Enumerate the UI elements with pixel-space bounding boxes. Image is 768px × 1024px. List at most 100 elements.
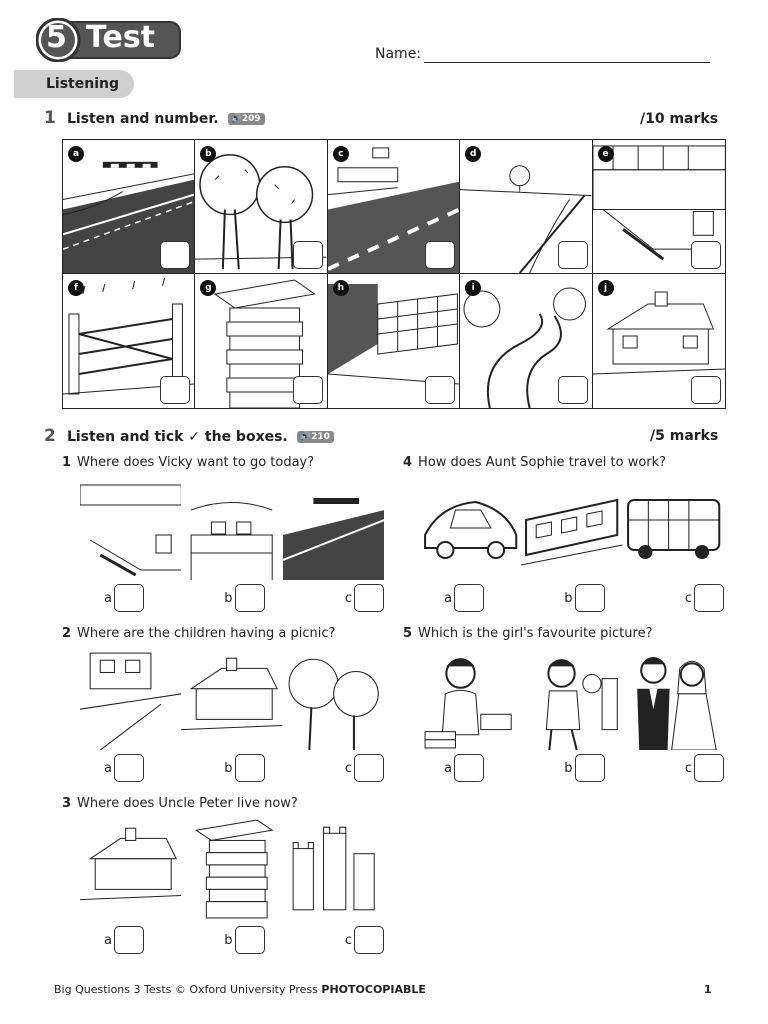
exercise1-instruction: Listen and number. — [66, 111, 219, 127]
answer-box-i[interactable] — [557, 376, 588, 404]
tick-box[interactable] — [353, 754, 384, 782]
page-number: 1 — [704, 983, 712, 996]
picture-letter: e — [597, 146, 614, 162]
photocopiable-label: PHOTOCOPIABLE — [321, 983, 426, 996]
answer-box-b[interactable] — [292, 241, 323, 269]
path-picture — [463, 287, 587, 408]
option-a: a — [444, 754, 484, 782]
picture-letter: a — [68, 146, 84, 162]
exercise2-marks: /5 marks — [650, 428, 719, 444]
audio-track-number: 209 — [241, 113, 261, 124]
tick-box[interactable] — [113, 754, 144, 782]
tick-box[interactable] — [453, 584, 484, 612]
picture-letter: i — [465, 280, 482, 296]
question-number: 4 — [403, 455, 413, 470]
tick-box[interactable] — [574, 754, 605, 782]
option-label: b — [564, 590, 573, 606]
question-3-options: a b c — [104, 926, 384, 954]
shopping-centre-picture — [592, 145, 725, 261]
footer-credit: Big Questions 3 Tests © Oxford Universit… — [54, 983, 426, 996]
question-number: 5 — [403, 626, 413, 641]
option-picture — [623, 648, 724, 750]
picture-letter: h — [332, 280, 349, 296]
picture-letter: c — [332, 146, 349, 162]
tick-box[interactable] — [113, 584, 144, 612]
option-c: c — [685, 754, 724, 782]
answer-box-c[interactable] — [425, 241, 456, 269]
option-label: b — [224, 932, 233, 948]
cottage-picture — [592, 291, 725, 375]
tick-box[interactable] — [353, 584, 384, 612]
option-picture — [181, 818, 282, 920]
tick-box[interactable] — [113, 926, 144, 954]
copyright-text: Big Questions 3 Tests © Oxford Universit… — [54, 983, 318, 996]
picture-cell-d: d — [460, 140, 593, 274]
question-5-options: a b c — [444, 754, 724, 782]
answer-box-d[interactable] — [557, 241, 588, 269]
question-4-pictures — [420, 480, 724, 580]
wall-picture — [327, 284, 460, 385]
audio-track-badge[interactable]: 🔊210 — [296, 430, 334, 443]
option-a: a — [444, 584, 484, 612]
picture-cell-b: b — [195, 140, 328, 274]
question-4-options: a b c — [444, 584, 724, 612]
picture-letter: f — [68, 280, 84, 296]
option-label: c — [684, 590, 692, 606]
option-picture — [80, 480, 182, 580]
option-picture — [521, 648, 622, 750]
exercise1-number: 1 — [44, 108, 56, 128]
option-a: a — [104, 754, 144, 782]
question-text: Where are the children having a picnic? — [77, 626, 336, 641]
question-1-pictures — [80, 480, 384, 580]
page-title: Test — [86, 20, 156, 55]
question-text: How does Aunt Sophie travel to work? — [418, 455, 667, 470]
picture-cell-h: h — [327, 274, 461, 408]
option-label: a — [444, 590, 452, 606]
option-a: a — [104, 926, 144, 954]
picture-cell-j: j — [592, 274, 725, 408]
option-b: b — [224, 754, 265, 782]
tick-box[interactable] — [693, 584, 724, 612]
option-label: a — [104, 760, 112, 776]
answer-box-g[interactable] — [292, 376, 323, 404]
answer-box-j[interactable] — [690, 376, 721, 404]
option-c: c — [345, 584, 384, 612]
name-field-line[interactable] — [424, 62, 710, 63]
unit-test-badge: 5 Test — [35, 17, 182, 63]
picture-letter: g — [200, 280, 217, 296]
answer-box-e[interactable] — [690, 241, 721, 269]
option-picture — [80, 818, 182, 920]
picture-cell-e: e — [592, 140, 725, 274]
answer-box-h[interactable] — [425, 376, 456, 404]
field-picture — [460, 165, 592, 273]
tick-box[interactable] — [693, 754, 724, 782]
option-picture — [521, 480, 623, 580]
audio-track-badge[interactable]: 🔊209 — [227, 112, 265, 125]
unit-number: 5 — [46, 20, 67, 55]
picture-cell-g: g — [195, 274, 328, 408]
answer-box-f[interactable] — [160, 376, 191, 404]
question-1-options: a b c — [104, 584, 384, 612]
option-picture — [181, 480, 282, 580]
exercise2-number: 2 — [44, 426, 56, 446]
tick-box[interactable] — [234, 584, 265, 612]
answer-box-a[interactable] — [160, 241, 191, 269]
tick-box[interactable] — [353, 926, 384, 954]
speaker-icon: 🔊 — [299, 431, 312, 442]
tick-box[interactable] — [453, 754, 484, 782]
question-2-options: a b c — [104, 754, 384, 782]
option-picture — [623, 480, 724, 580]
tick-box[interactable] — [234, 754, 265, 782]
picture-cell-f: f — [63, 274, 196, 408]
tick-box[interactable] — [234, 926, 265, 954]
exercise1-heading: 1 Listen and number. 🔊209 — [44, 108, 265, 128]
question-3-pictures — [80, 818, 384, 920]
question-text: Which is the girl's favourite picture? — [418, 626, 653, 641]
option-picture — [283, 648, 384, 750]
tick-box[interactable] — [574, 584, 605, 612]
option-picture — [80, 648, 182, 750]
question-text: Where does Uncle Peter live now? — [77, 796, 298, 811]
option-picture — [420, 480, 521, 580]
